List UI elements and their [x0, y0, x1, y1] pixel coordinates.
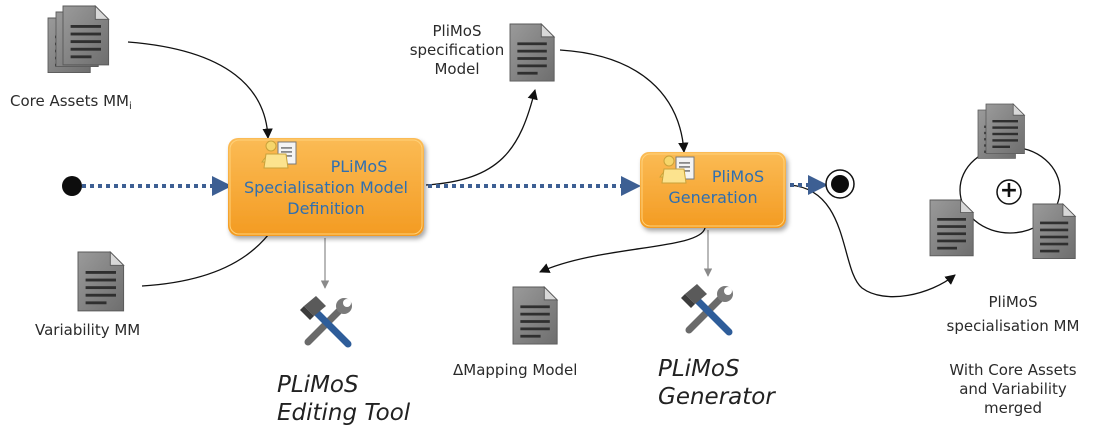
mapping-document-icon: [512, 286, 558, 345]
merge-plus-symbol: +: [999, 178, 1019, 203]
generation-to-mapping-arrow: [539, 227, 706, 273]
specification-to-generation-arrow: [559, 49, 689, 154]
output-note: With Core Assets and Variability merged: [949, 361, 1077, 417]
definition-to-specification-arrow: [425, 88, 538, 186]
core-assets-label: Core Assets MMi: [10, 92, 132, 112]
editing-tool-label: PLiMoS Editing Tool: [277, 372, 411, 426]
variability-document-icon: [77, 251, 125, 312]
core-assets-to-definition-arrow: [127, 41, 273, 140]
output-model-label: PliMoS specialisation MM: [946, 293, 1080, 335]
final-node: [825, 169, 855, 199]
merge-icon: [929, 103, 1076, 259]
specification-model-label: PliMoS specification Model: [409, 22, 505, 78]
generation-to-output-arrow: [789, 184, 956, 298]
core-assets-document-stack-icon: [47, 5, 110, 73]
mapping-model-label: ΔMapping Model: [453, 361, 578, 379]
generator-tool-label: PLiMoS Generator: [658, 356, 775, 410]
generation-process-label: PliMoS Generation: [668, 167, 765, 207]
generator-tool-icon: [681, 284, 733, 332]
definition-process-label: PLiMoS Specialisation Model Definition: [243, 157, 408, 218]
specification-document-icon: [509, 23, 555, 82]
editing-tool-icon: [300, 296, 352, 344]
initial-node: [62, 176, 82, 196]
variability-label: Variability MM: [35, 321, 141, 339]
